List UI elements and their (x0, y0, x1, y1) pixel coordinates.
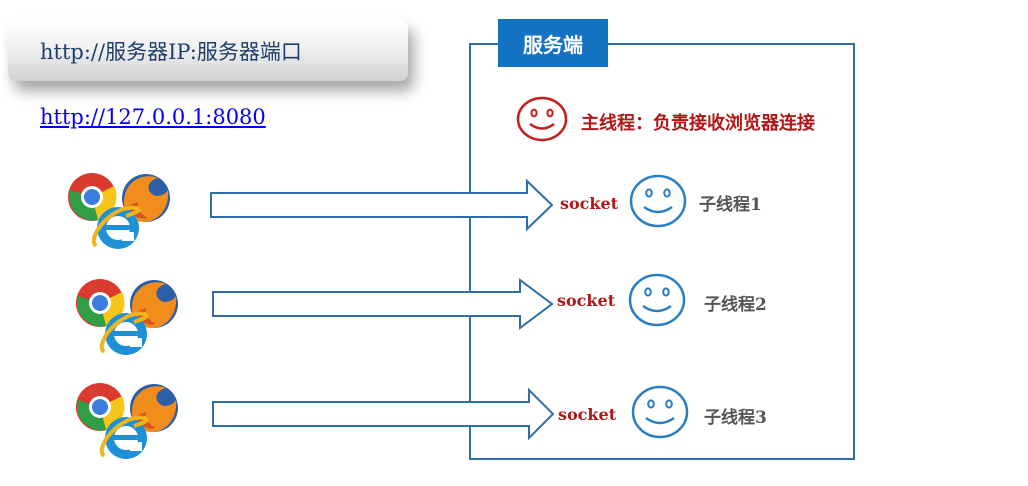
browser-icons-group-3 (74, 380, 184, 466)
main-thread-smiley-icon (516, 96, 568, 142)
browser-icons-group-1 (66, 170, 176, 256)
thread-label-1: 子线程1 (699, 195, 762, 215)
thread-3-smiley-icon (631, 385, 689, 439)
connection-arrow-1-icon (210, 178, 554, 232)
chrome-icon (76, 383, 125, 431)
socket-label-3: socket (558, 405, 617, 424)
ie-icon (99, 311, 149, 355)
url-format-text: http://服务器IP:服务器端口 (40, 40, 302, 64)
thread-1-smiley-icon (629, 174, 687, 228)
socket-label-2: socket (557, 291, 616, 310)
main-thread-label: 主线程：负责接收浏览器连接 (581, 113, 815, 134)
chrome-icon (68, 173, 117, 221)
url-format-box (8, 19, 408, 81)
ie-icon (91, 205, 141, 249)
ie-icon (99, 415, 149, 459)
thread-2-smiley-icon (628, 273, 686, 327)
example-url-link[interactable]: http://127.0.0.1:8080 (40, 105, 266, 129)
server-title: 服务端 (498, 19, 608, 67)
thread-label-3: 子线程3 (704, 408, 767, 428)
thread-label-2: 子线程2 (704, 295, 767, 315)
server-frame (469, 43, 855, 460)
socket-label-1: socket (560, 194, 619, 213)
browser-icons-group-2 (74, 276, 184, 362)
connection-arrow-3-icon (212, 387, 555, 441)
connection-arrow-2-icon (212, 278, 554, 330)
